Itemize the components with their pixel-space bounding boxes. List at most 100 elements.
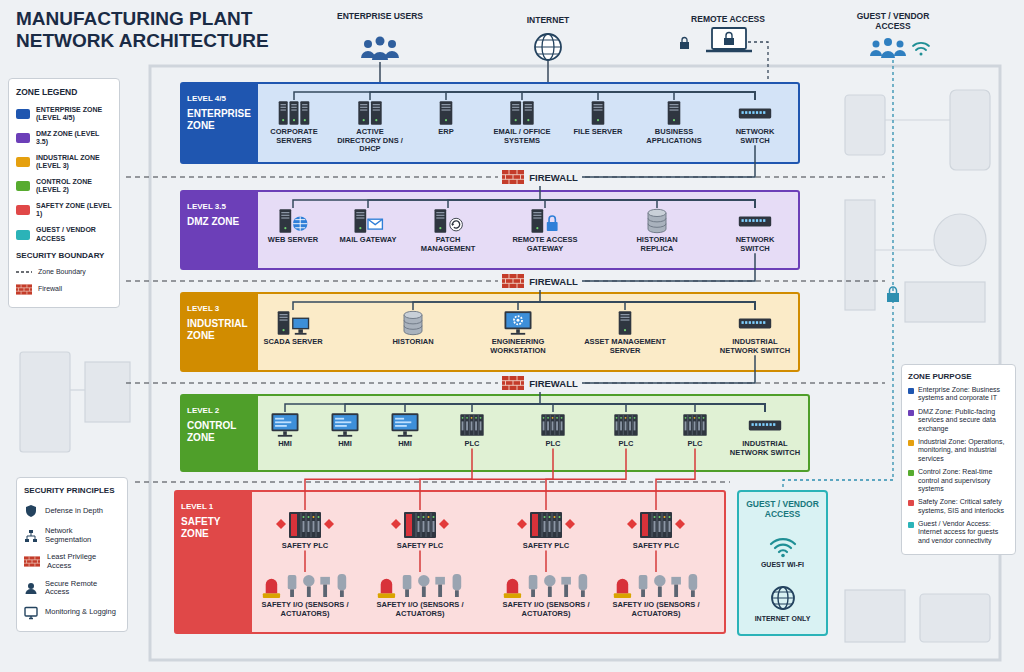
panel-title: ZONE PURPOSE [908,372,1009,381]
shield-icon [24,504,38,518]
firewall: FIREWALL [498,272,582,290]
firewall: FIREWALL [498,168,582,186]
legend-row: GUEST / VENDOR ACCESS [16,226,112,242]
monitor-icon [267,412,303,438]
principle-row: Network Segmentation [24,527,120,544]
purpose-text: Guest / Vendor Access: Internet access f… [918,520,1009,545]
connector [285,404,765,412]
top-label: ENTERPRISE USERS [335,12,425,22]
device-label: SCADA SERVER [258,338,328,347]
device-label: PLC [526,440,580,449]
connector [419,551,421,572]
legend-row: DMZ ZONE (LEVEL 3.5) [16,130,112,146]
server-device: CORPORATE SERVERS [259,100,329,145]
plc-icon [608,412,644,438]
server-device: SCADA SERVER [258,310,328,347]
connector [598,92,755,100]
server-device: PATCH MANAGEMENT [412,208,484,253]
legend-text: CONTROL ZONE (LEVEL 2) [36,178,112,194]
connector [545,551,547,572]
device-label: CORPORATE SERVERS [259,128,329,145]
legend-row: INDUSTRIAL ZONE (LEVEL 3) [16,154,112,170]
connector [545,200,755,208]
legend-text: Zone Boundary [38,268,86,276]
dmz-zone: LEVEL 3.5DMZ ZONEWEB SERVER MAIL GATEWAYP… [180,190,800,270]
connector [293,302,755,310]
connector [304,551,306,572]
device-label: SAFETY I/O (SENSORS / ACTUATORS) [604,601,708,618]
safety-plc-device: SAFETY PLC [260,510,350,551]
safetyplc-icon [516,510,576,540]
legend-row: ENTERPRISE ZONE (LEVEL 4/5) [16,106,112,122]
legend-text: INDUSTRIAL ZONE (LEVEL 3) [36,154,112,170]
firewall-label: FIREWALL [529,276,578,287]
workstation-device: ENGINEERING WORKSTATION [473,310,563,355]
principle-text: Monitoring & Logging [45,608,116,617]
connector [413,302,755,310]
legend-title: ZONE LEGEND [16,87,112,97]
bullet [908,388,914,394]
top-label: INTERNET [508,16,588,26]
device-label: HMI [320,440,370,449]
guest-label: GUEST WI-FI [743,561,822,568]
tower2-icon [504,100,540,126]
control-zone: LEVEL 2CONTROL ZONEHMIHMIHMIPLCPLCPLCPLC… [180,394,810,472]
legend-title: SECURITY BOUNDARY [16,251,112,260]
device-label: SAFETY I/O (SENSORS / ACTUATORS) [253,601,357,618]
safety-io-device: SAFETY I/O (SENSORS / ACTUATORS) [368,572,472,618]
device-label: FILE SERVER [566,128,630,137]
legend-row: SAFETY ZONE (LEVEL 1) [16,202,112,218]
legend-swatch [16,181,30,191]
connector [625,302,755,310]
patch-icon [430,208,466,234]
connector [448,200,755,208]
servers-icon [276,100,312,126]
device-label: HISTORIAN REPLICA [619,236,695,253]
plc-device: PLC [526,412,580,449]
connector [420,449,553,510]
purpose-text: Industrial Zone: Operations, monitoring,… [918,438,1009,463]
server-device: BUSINESS APPLICATIONS [637,100,711,145]
server-device: REMOTE ACCESS GATEWAY [505,208,585,253]
zone-name: SAFETY ZONE [181,516,247,539]
connector [540,186,755,208]
sensors-icon [374,572,466,599]
hmi-device: HMI [320,412,370,449]
tower-icon [607,310,643,336]
plc-device: PLC [668,412,722,449]
device-label: NETWORK SWITCH [720,236,790,253]
zone-tab: LEVEL 3.5DMZ ZONE [182,192,258,268]
firewall-label: FIREWALL [529,378,578,389]
connector [294,92,755,100]
db-icon [395,310,431,336]
purpose-text: Safety Zone: Critical safety systems, SI… [918,498,1009,515]
device-label: WEB SERVER [258,236,328,245]
enterprise-zone: LEVEL 4/5ENTERPRISE ZONECORPORATE SERVER… [180,82,800,164]
top-label: REMOTE ACCESS [673,15,783,25]
zone-level: LEVEL 3.5 [187,202,253,211]
safety-zone: LEVEL 1SAFETY ZONESAFETY PLCSAFETY PLCSA… [174,490,726,634]
lock-icon [527,208,563,234]
principle-text: Defense in Depth [45,507,103,516]
purpose-entry: Guest / Vendor Access: Internet access f… [908,520,1009,545]
legend-sample [16,284,32,295]
device-label: ERP [414,128,478,137]
legend-swatch [16,109,30,119]
scada-icon [275,310,311,336]
bullet [908,500,914,506]
connector [368,200,755,208]
connector [446,92,755,100]
network-switch: INDUSTRIAL NETWORK SWITCH [725,412,805,457]
safety-io-device: SAFETY I/O (SENSORS / ACTUATORS) [253,572,357,618]
principle-text: Least Privilege Access [47,553,120,570]
legend-sample [16,269,32,275]
database-device: HISTORIAN REPLICA [619,208,695,253]
device-label: SAFETY PLC [611,542,701,551]
connector [582,355,755,383]
device-label: SAFETY PLC [375,542,465,551]
industrial-zone: LEVEL 3INDUSTRIAL ZONESCADA SERVERHISTOR… [180,292,800,372]
server-device: MAIL GATEWAY [333,208,403,245]
legend-text: ENTERPRISE ZONE (LEVEL 4/5) [36,106,112,122]
guest-label: INTERNET ONLY [743,615,822,622]
legend-swatch [16,133,30,143]
